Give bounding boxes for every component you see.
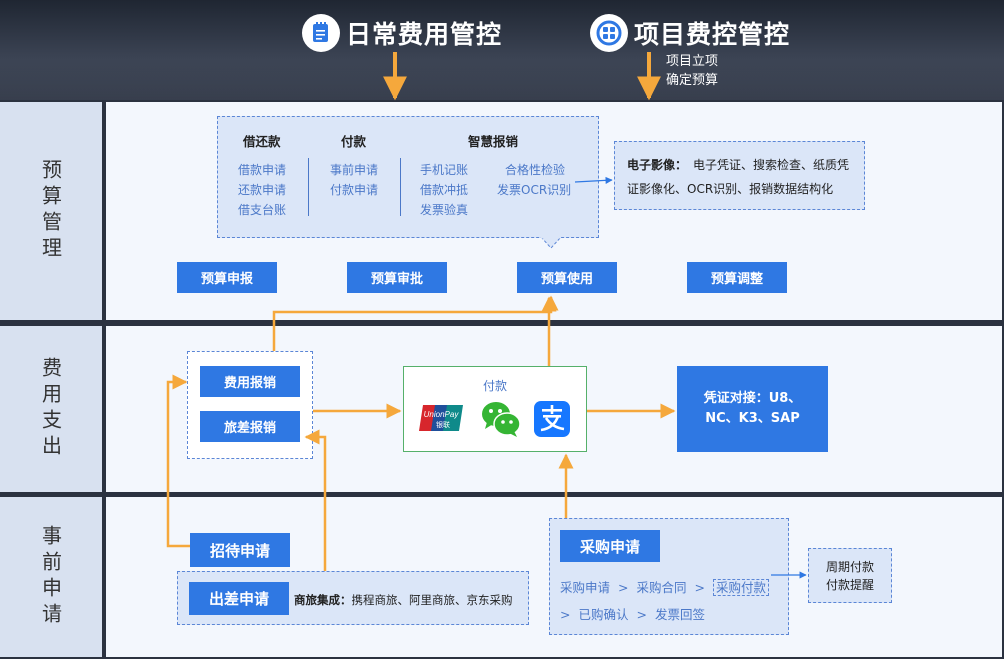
row-label-pre-text: 事前申请 bbox=[38, 525, 63, 629]
smart-item[interactable]: 手机记账 bbox=[420, 163, 469, 177]
flow-step-highlight[interactable]: 采购付款 bbox=[712, 579, 769, 596]
loan-item[interactable]: 借支台账 bbox=[238, 203, 287, 217]
unionpay-icon: UnionPay 银联 bbox=[419, 403, 463, 433]
periodic-payment-box bbox=[808, 548, 892, 603]
periodic-payment-text: 周期付款 付款提醒 bbox=[808, 558, 892, 594]
flow-step[interactable]: 采购合同 bbox=[636, 580, 687, 595]
electronic-image-title: 电子影像： bbox=[627, 158, 688, 172]
smart-reimburse-title: 智慧报销 bbox=[468, 134, 519, 149]
purchase-apply-button[interactable]: 采购申请 bbox=[560, 530, 660, 562]
periodic-line1: 周期付款 bbox=[825, 560, 874, 574]
smart-item[interactable]: 合格性检验 bbox=[505, 163, 566, 177]
flow-step[interactable]: 采购申请 bbox=[560, 580, 611, 595]
electronic-image-box bbox=[614, 141, 865, 210]
trip-integration-title: 商旅集成： bbox=[294, 593, 352, 607]
flow-step[interactable]: 发票回签 bbox=[654, 607, 705, 622]
purchase-flow-line1: 采购申请 > 采购合同 > 采购付款 bbox=[560, 577, 769, 596]
row-label-expense: 费用支出 bbox=[0, 326, 102, 492]
loan-item[interactable]: 借款申请 bbox=[238, 163, 287, 177]
payment-item[interactable]: 付款申请 bbox=[330, 183, 379, 197]
budget-use-button[interactable]: 预算使用 bbox=[517, 262, 617, 293]
budget-detail-box bbox=[217, 116, 599, 238]
trip-integration-text: 携程商旅、阿里商旅、京东采购 bbox=[351, 593, 513, 607]
payment-channel-title: 付款 bbox=[482, 379, 507, 393]
electronic-image-line1: 电子影像： 电子凭证、搜索检查、纸质凭 bbox=[627, 156, 849, 173]
payment-item[interactable]: 事前申请 bbox=[330, 163, 379, 177]
daily-title-text: 日常费用管控 bbox=[346, 20, 503, 49]
budget-adjust-button[interactable]: 预算调整 bbox=[687, 262, 787, 293]
voucher-integration-text: 凭证对接：U8、NC、K3、SAP bbox=[703, 391, 802, 426]
travel-reimburse-button[interactable]: 旅差报销 bbox=[200, 411, 300, 442]
wechat-pay-icon bbox=[480, 400, 522, 438]
electronic-image-text1: 电子凭证、搜索检查、纸质凭 bbox=[693, 158, 850, 172]
unionpay-wordmark: UnionPay bbox=[424, 410, 460, 419]
divider bbox=[400, 158, 401, 216]
budget-approve-button[interactable]: 预算审批 bbox=[347, 262, 447, 293]
voucher-integration-button[interactable]: 凭证对接：U8、NC、K3、SAP bbox=[677, 366, 828, 452]
periodic-line2: 付款提醒 bbox=[825, 578, 874, 592]
project-title: 项目费控管控 bbox=[590, 10, 790, 56]
alipay-icon bbox=[534, 401, 570, 437]
trip-integration-box bbox=[177, 571, 529, 625]
loan-item[interactable]: 还款申请 bbox=[238, 183, 287, 197]
expense-reimburse-button[interactable]: 费用报销 bbox=[200, 366, 300, 397]
trip-integration-line: 商旅集成：携程商旅、阿里商旅、京东采购 bbox=[294, 592, 513, 608]
flow-step[interactable]: 已购确认 bbox=[578, 607, 629, 622]
trip-apply-button[interactable]: 出差申请 bbox=[189, 582, 289, 615]
unionpay-cn-mark: 银联 bbox=[436, 420, 450, 429]
smart-item[interactable]: 发票验真 bbox=[420, 203, 469, 217]
divider bbox=[308, 158, 309, 216]
payment-title: 付款 bbox=[341, 134, 367, 149]
project-grid-icon bbox=[590, 14, 628, 52]
loan-title: 借还款 bbox=[243, 134, 281, 149]
notepad-icon bbox=[302, 14, 340, 52]
electronic-image-text2: 证影像化、OCR识别、报销数据结构化 bbox=[627, 182, 834, 196]
entertain-apply-button[interactable]: 招待申请 bbox=[190, 533, 290, 567]
header-banner bbox=[0, 0, 1004, 100]
project-note: 项目立项 确定预算 bbox=[666, 52, 718, 90]
project-note-line1: 项目立项 bbox=[666, 54, 719, 69]
project-note-line2: 确定预算 bbox=[666, 73, 719, 88]
row-label-budget-text: 预算管理 bbox=[38, 159, 63, 263]
smart-item[interactable]: 借款冲抵 bbox=[420, 183, 469, 197]
row-label-pre: 事前申请 bbox=[0, 497, 102, 657]
budget-declare-button[interactable]: 预算申报 bbox=[177, 262, 277, 293]
row-label-budget: 预算管理 bbox=[0, 102, 102, 320]
smart-item[interactable]: 发票OCR识别 bbox=[497, 183, 572, 197]
daily-title: 日常费用管控 bbox=[302, 10, 502, 56]
purchase-flow-line2: > 已购确认 > 发票回签 bbox=[560, 607, 705, 622]
row-label-expense-text: 费用支出 bbox=[38, 357, 63, 461]
project-title-text: 项目费控管控 bbox=[634, 20, 791, 49]
